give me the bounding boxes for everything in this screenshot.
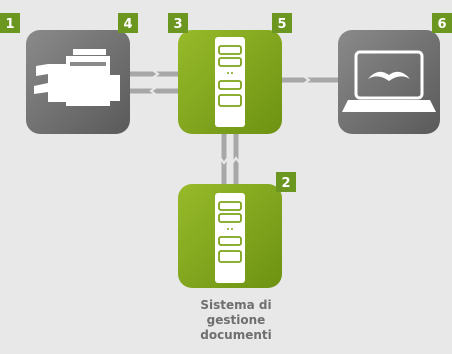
laptop-icon bbox=[342, 50, 436, 112]
svg-text:4: 4 bbox=[123, 17, 132, 32]
server-laptop-connector bbox=[282, 74, 338, 86]
svg-text:5: 5 bbox=[277, 17, 286, 32]
label-line: documenti bbox=[200, 328, 272, 342]
multifunction-printer-icon bbox=[34, 49, 120, 106]
svg-text:2: 2 bbox=[281, 176, 290, 191]
label-line: gestione bbox=[206, 313, 266, 327]
laptop-node bbox=[338, 30, 440, 134]
server-docsystem-connector bbox=[218, 134, 242, 186]
badge-server-5: 5 bbox=[272, 13, 292, 33]
label-line: Sistema di bbox=[200, 298, 272, 312]
printer-node bbox=[26, 30, 130, 134]
badge-printer-1: 1 bbox=[0, 13, 20, 33]
server-main-node bbox=[178, 30, 282, 134]
connectors bbox=[126, 68, 338, 186]
badge-printer-4: 4 bbox=[118, 13, 138, 33]
svg-text:3: 3 bbox=[173, 17, 182, 32]
svg-text:1: 1 bbox=[5, 17, 14, 32]
server-tower-icon bbox=[215, 193, 245, 283]
server-tower-icon bbox=[215, 37, 245, 127]
badge-docsystem-2: 2 bbox=[276, 172, 296, 192]
document-system-label: Sistema di gestione documenti bbox=[178, 298, 294, 343]
printer-server-connector bbox=[126, 68, 180, 97]
badge-server-3: 3 bbox=[168, 13, 188, 33]
svg-text:6: 6 bbox=[437, 17, 446, 32]
badge-laptop-6: 6 bbox=[432, 13, 452, 33]
document-system-node bbox=[178, 184, 282, 288]
badges: 1 4 3 5 6 2 bbox=[0, 13, 452, 192]
